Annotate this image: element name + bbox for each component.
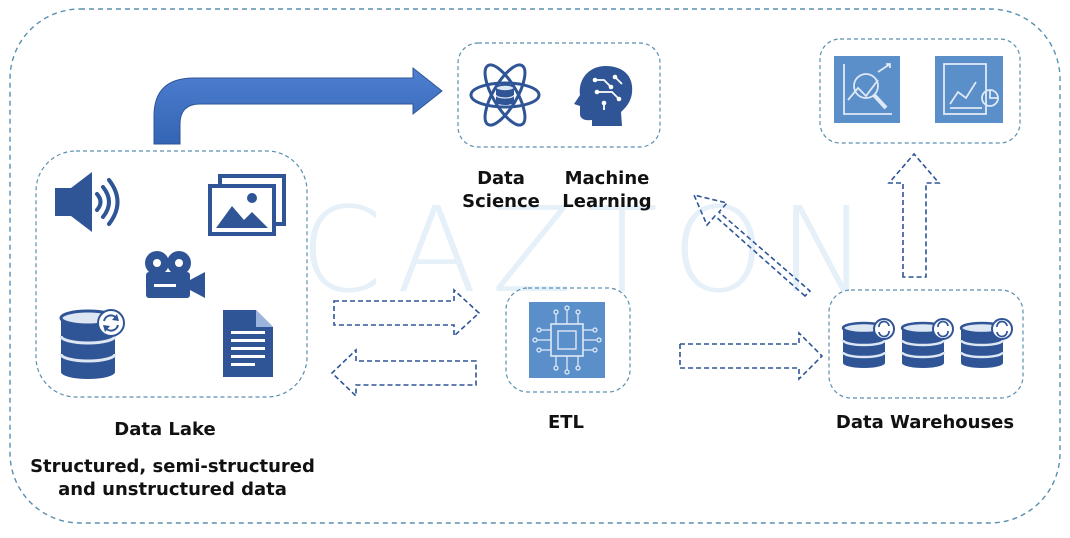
database-sync-icon bbox=[841, 318, 895, 368]
data-lake-title: Data Lake bbox=[114, 419, 216, 440]
database-sync-icon bbox=[59, 309, 125, 379]
machine-learning-label-line2: Learning bbox=[562, 191, 652, 212]
arrow-lake-to-etl bbox=[333, 288, 481, 338]
data-science-label-line1: Data bbox=[477, 168, 525, 189]
atom-database-icon bbox=[469, 63, 541, 127]
head-circuit-icon bbox=[574, 66, 633, 126]
outer-container bbox=[9, 8, 1061, 524]
database-sync-icon bbox=[900, 318, 954, 368]
images-icon bbox=[208, 174, 286, 236]
arrow-warehouses-to-ml bbox=[692, 193, 812, 298]
etl-title: ETL bbox=[547, 412, 585, 433]
document-icon bbox=[223, 310, 273, 377]
arrow-warehouses-to-analytics bbox=[887, 152, 941, 278]
line-chart-report-icon bbox=[935, 56, 1003, 123]
data-lake-subtitle-line2: and unstructured data bbox=[58, 479, 287, 500]
arrow-etl-to-lake bbox=[330, 348, 477, 398]
speaker-icon bbox=[55, 172, 120, 232]
data-lake-subtitle-line1: Structured, semi-structured bbox=[30, 456, 315, 477]
watermark-text: CAZTON bbox=[300, 181, 882, 319]
machine-learning-label: Machine Learning bbox=[558, 167, 656, 213]
machine-learning-label-line1: Machine bbox=[564, 168, 650, 189]
data-lake-subtitle: Structured, semi-structured and unstruct… bbox=[30, 455, 315, 501]
circuit-chip-icon bbox=[529, 302, 605, 378]
data-science-label: Data Science bbox=[462, 167, 540, 213]
data-warehouses-title: Data Warehouses bbox=[835, 412, 1015, 433]
video-camera-icon bbox=[145, 251, 205, 298]
arrow-etl-to-warehouses bbox=[679, 331, 824, 381]
big-curved-arrow bbox=[153, 66, 443, 145]
database-sync-icon bbox=[959, 318, 1013, 368]
data-science-label-line2: Science bbox=[462, 191, 540, 212]
analytics-magnifier-icon bbox=[834, 56, 900, 123]
